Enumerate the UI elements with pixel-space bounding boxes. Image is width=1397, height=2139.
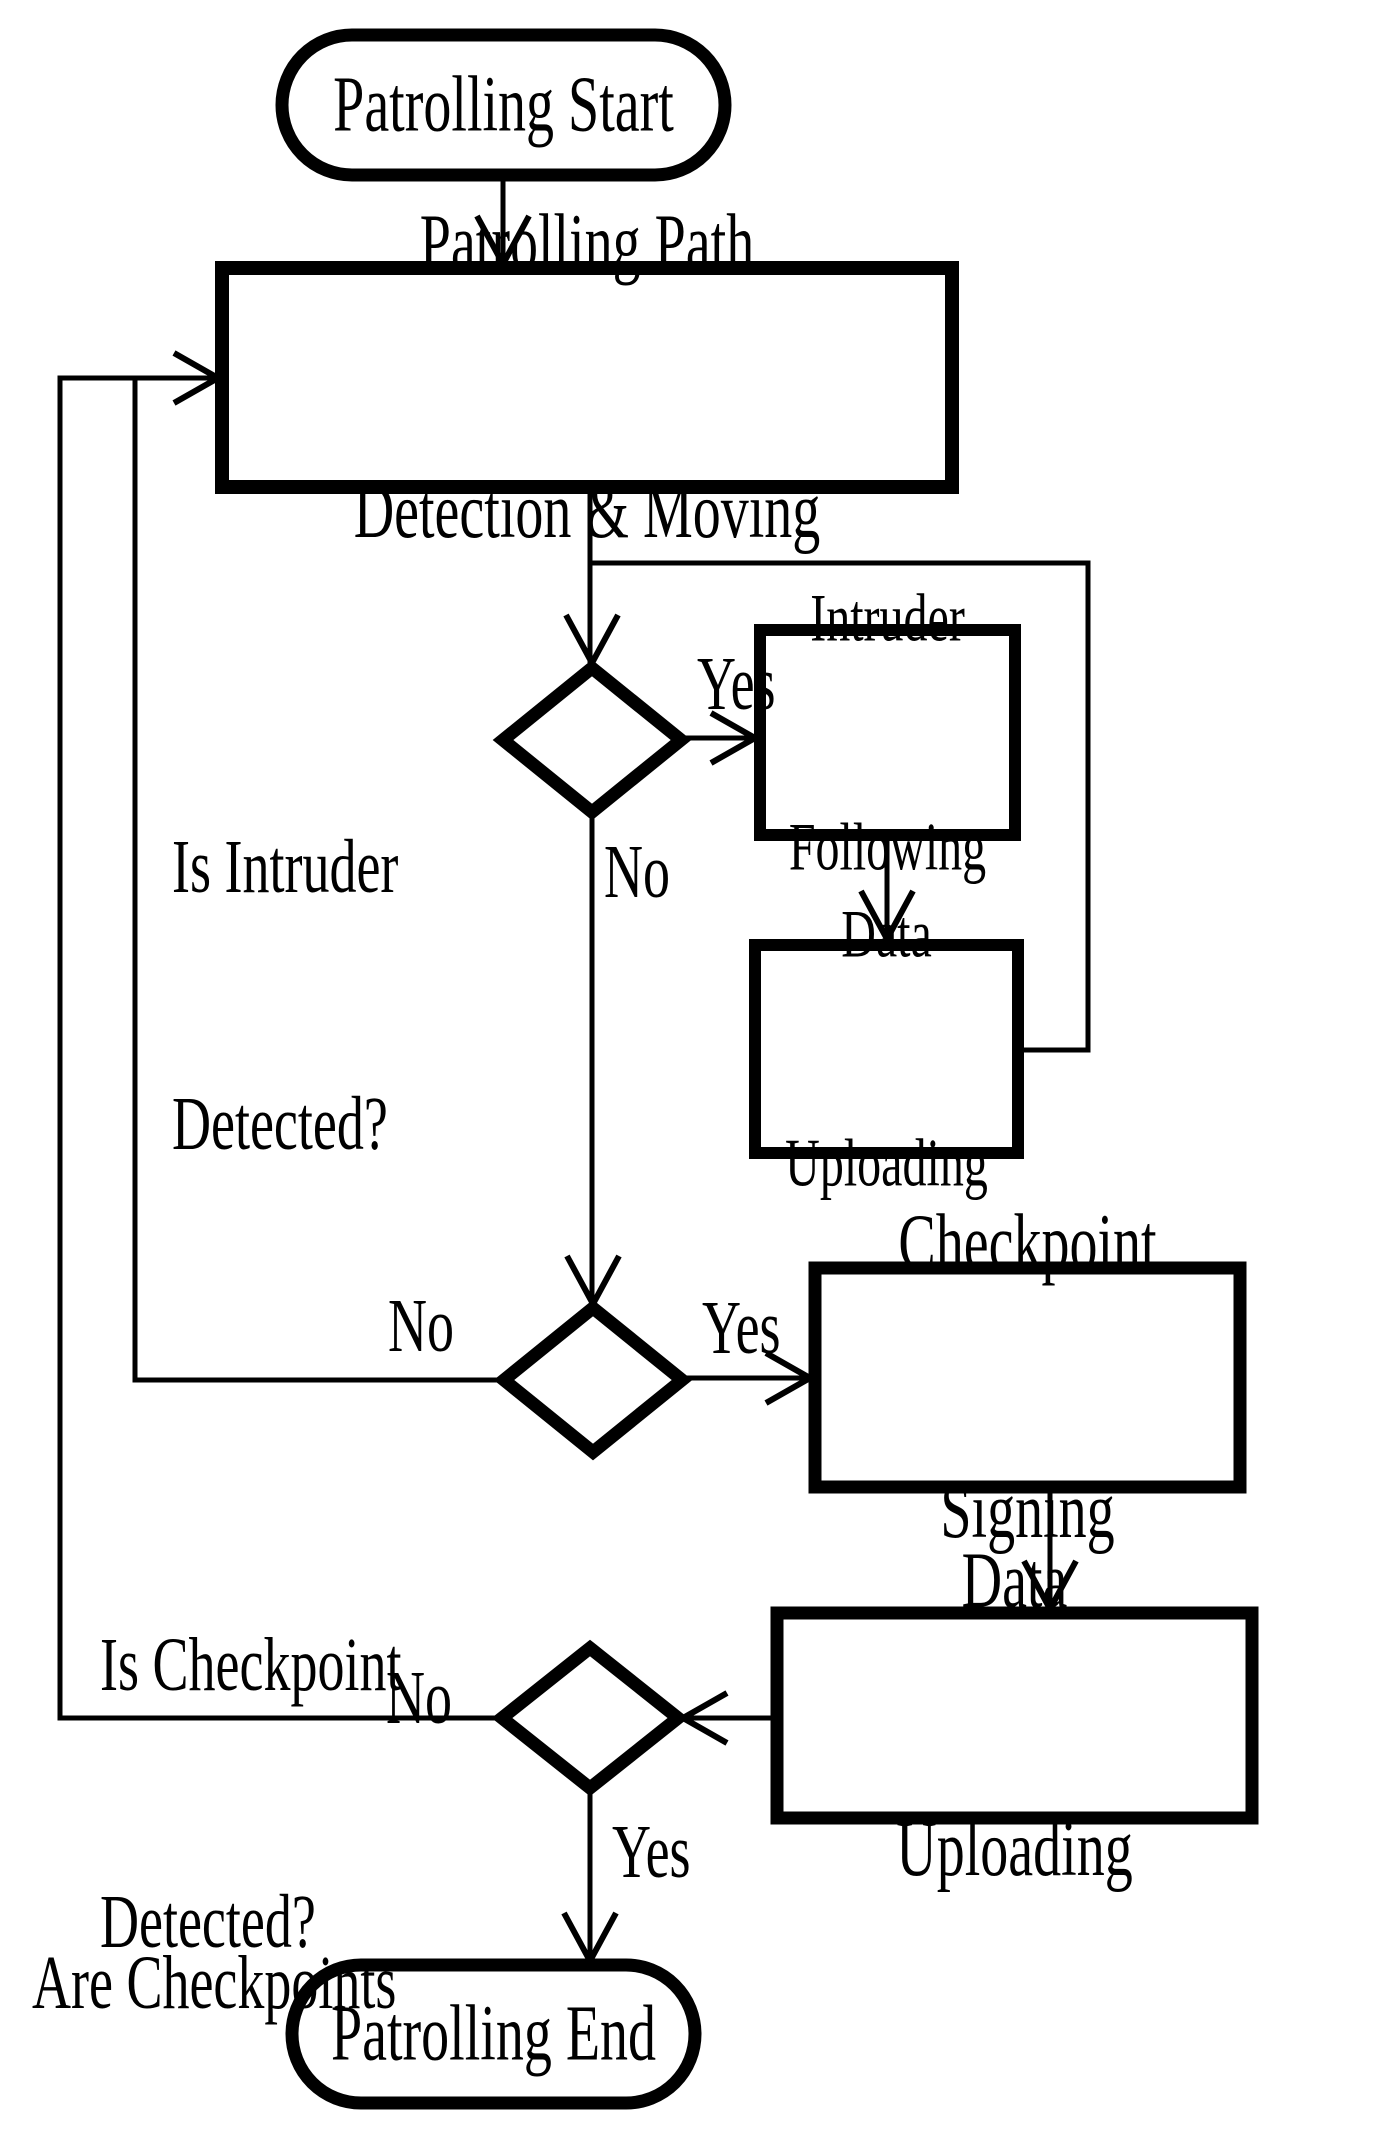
checkpoint-signing-process-shape bbox=[808, 1261, 1247, 1494]
data-uploading-2-process-shape bbox=[770, 1606, 1259, 1825]
intruder-following-process-shape bbox=[754, 624, 1021, 841]
connector-checkpoint-no-feedback bbox=[132, 380, 504, 1383]
intruder-detected-diamond-shape bbox=[492, 659, 692, 821]
data-uploading-1-process-shape bbox=[749, 939, 1024, 1159]
connector-return-loop-data1-to-spine bbox=[592, 560, 1091, 1053]
checkpoint-detected-diamond-shape bbox=[493, 1299, 693, 1461]
connector-signed-no-feedback bbox=[57, 375, 502, 1721]
start-terminator-shape bbox=[275, 28, 732, 182]
checkpoints-signed-diamond-shape bbox=[491, 1639, 689, 1797]
patrol-path-process-shape bbox=[215, 261, 959, 494]
end-terminator-shape bbox=[285, 1958, 702, 2110]
